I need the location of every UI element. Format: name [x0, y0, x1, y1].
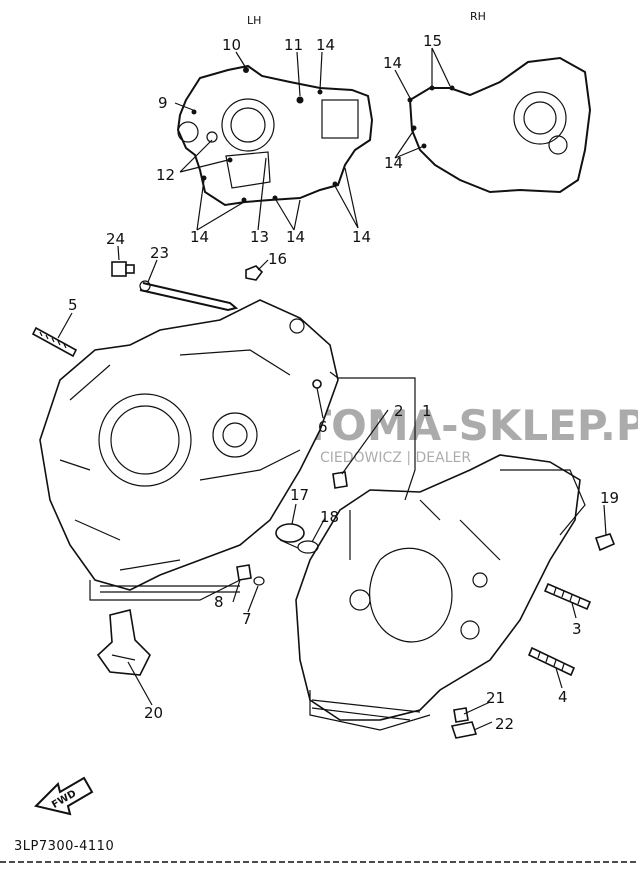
callout-8: 8: [214, 593, 224, 611]
callout-14-bottom-rh: 14: [384, 154, 403, 172]
callout-10: 10: [222, 36, 241, 54]
fwd-arrow-icon: FWD: [34, 776, 94, 816]
callout-7: 7: [242, 610, 252, 628]
callout-24: 24: [106, 230, 125, 248]
callout-14-bottom-left-lh: 14: [190, 228, 209, 246]
lh-crankcase-gasket: [176, 64, 374, 207]
callout-1: 1: [422, 402, 432, 420]
callout-4: 4: [558, 688, 568, 706]
callout-20: 20: [144, 704, 163, 722]
rh-crankcase-gasket: [407, 56, 592, 194]
bolt-24: [111, 261, 135, 277]
callout-15: 15: [423, 32, 442, 50]
callout-numbers: 10 11 14 9 12 14 13 14 14 15 14 14 24 23…: [68, 32, 619, 733]
callout-23: 23: [150, 244, 169, 262]
plate-22: [450, 721, 478, 739]
lh-crankcase: [39, 299, 339, 601]
dowel-21: [453, 707, 469, 723]
rh-side-label: RH: [470, 10, 486, 23]
callout-19: 19: [600, 489, 619, 507]
callout-12: 12: [156, 166, 175, 184]
callout-22: 22: [495, 715, 514, 733]
callout-13: 13: [250, 228, 269, 246]
callout-9: 9: [158, 94, 168, 112]
cap-17: [275, 523, 305, 549]
callout-18: 18: [320, 508, 339, 526]
callout-14-top-lh: 14: [316, 36, 335, 54]
callout-17: 17: [290, 486, 309, 504]
clip-19: [594, 533, 616, 552]
callout-5: 5: [68, 296, 78, 314]
stud-bolt-3: [543, 582, 592, 611]
callout-3: 3: [572, 620, 582, 638]
dowel-8: [236, 564, 252, 581]
callout-14-bottom-mid-lh: 14: [286, 228, 305, 246]
watermark-sub-text: CIEDOWICZ | DEALER: [320, 450, 471, 466]
stud-bolt-4: [527, 646, 576, 677]
rh-crankcase: [295, 454, 586, 731]
lh-side-label: LH: [247, 14, 261, 27]
stud-bolt-5: [31, 326, 78, 358]
o-ring-18: [297, 540, 319, 554]
dowel-6: [312, 379, 322, 389]
callout-16: 16: [268, 250, 287, 268]
leader-lines: [57, 47, 607, 731]
dowel-pin-2: [332, 471, 348, 489]
diagram-code: 3LP7300-4110: [14, 839, 114, 854]
breather-pipe-23: [139, 280, 239, 312]
oil-strainer-20: [96, 609, 151, 676]
callout-21: 21: [486, 689, 505, 707]
callout-2: 2: [394, 402, 404, 420]
callout-14-bottom-right-lh: 14: [352, 228, 371, 246]
callout-6: 6: [318, 418, 328, 436]
fwd-label: FWD: [50, 788, 78, 811]
o-ring-7: [253, 576, 265, 586]
callout-11: 11: [284, 36, 303, 54]
callout-14-top-rh: 14: [383, 54, 402, 72]
